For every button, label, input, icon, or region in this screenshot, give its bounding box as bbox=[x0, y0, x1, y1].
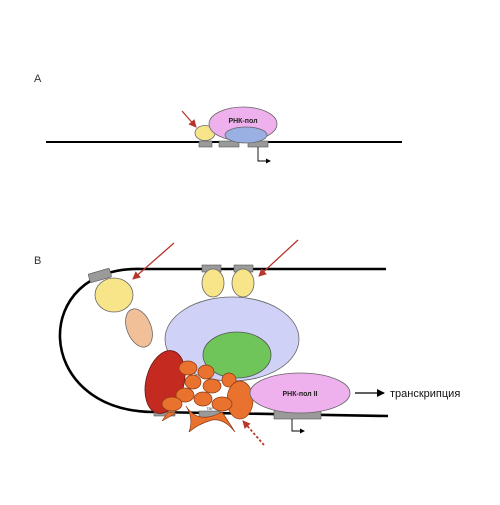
gtf-orange-4 bbox=[202, 378, 222, 394]
transcription-start-arrowhead-b bbox=[300, 428, 305, 434]
activator-b-2 bbox=[201, 268, 225, 298]
dna-loop-b bbox=[58, 267, 389, 418]
coactivator-b bbox=[125, 308, 153, 348]
activator-b-3 bbox=[231, 268, 255, 298]
general-factors-cluster-b: TBP bbox=[161, 360, 254, 433]
panel-b-label: B bbox=[34, 255, 41, 267]
activator-arrow-a bbox=[181, 110, 197, 128]
tbp-saddle-b bbox=[185, 405, 236, 433]
gtf-orange-9 bbox=[226, 380, 254, 420]
transcription-start-arrow-a bbox=[257, 147, 268, 162]
transcription-output-label: транскрипция bbox=[390, 388, 460, 400]
transcription-start-arrowhead-a bbox=[266, 158, 271, 164]
mediator-core-b bbox=[202, 331, 272, 379]
gtf-orange-tip-1 bbox=[161, 411, 177, 422]
panel-a-label: A bbox=[34, 73, 42, 85]
gtf-orange-6 bbox=[175, 387, 195, 403]
gtf-orange-8 bbox=[161, 396, 183, 412]
panel-a: A РНК-пол bbox=[34, 73, 402, 164]
transcription-start-arrow-b bbox=[291, 419, 302, 432]
gtf-orange-5 bbox=[221, 372, 237, 388]
tbp-dashed-arrow-b bbox=[242, 420, 265, 446]
gtf-orange-10 bbox=[211, 396, 233, 412]
rna-polymerase-a-label: РНК-пол bbox=[228, 118, 257, 125]
enhancer-site-b-1 bbox=[87, 268, 112, 283]
promoter-site-a-1 bbox=[218, 140, 240, 148]
gtf-orange-2 bbox=[197, 364, 215, 380]
rna-polymerase-ii-label: РНК-пол II bbox=[283, 391, 318, 398]
enhancer-site-a bbox=[198, 140, 213, 148]
activator-b-1 bbox=[94, 277, 134, 313]
activator-arrow-b-1 bbox=[132, 242, 175, 280]
tbp-label: TBP bbox=[206, 406, 214, 411]
gtf-orange-3 bbox=[184, 374, 202, 390]
gtf-orange-7 bbox=[193, 391, 213, 407]
rna-polymerase-ii-b bbox=[249, 372, 351, 414]
activator-arrow-b-2 bbox=[258, 239, 299, 277]
panel-b: B bbox=[34, 239, 460, 446]
gtf-orange-1 bbox=[178, 360, 198, 376]
rna-polymerase-core-a bbox=[224, 126, 268, 144]
